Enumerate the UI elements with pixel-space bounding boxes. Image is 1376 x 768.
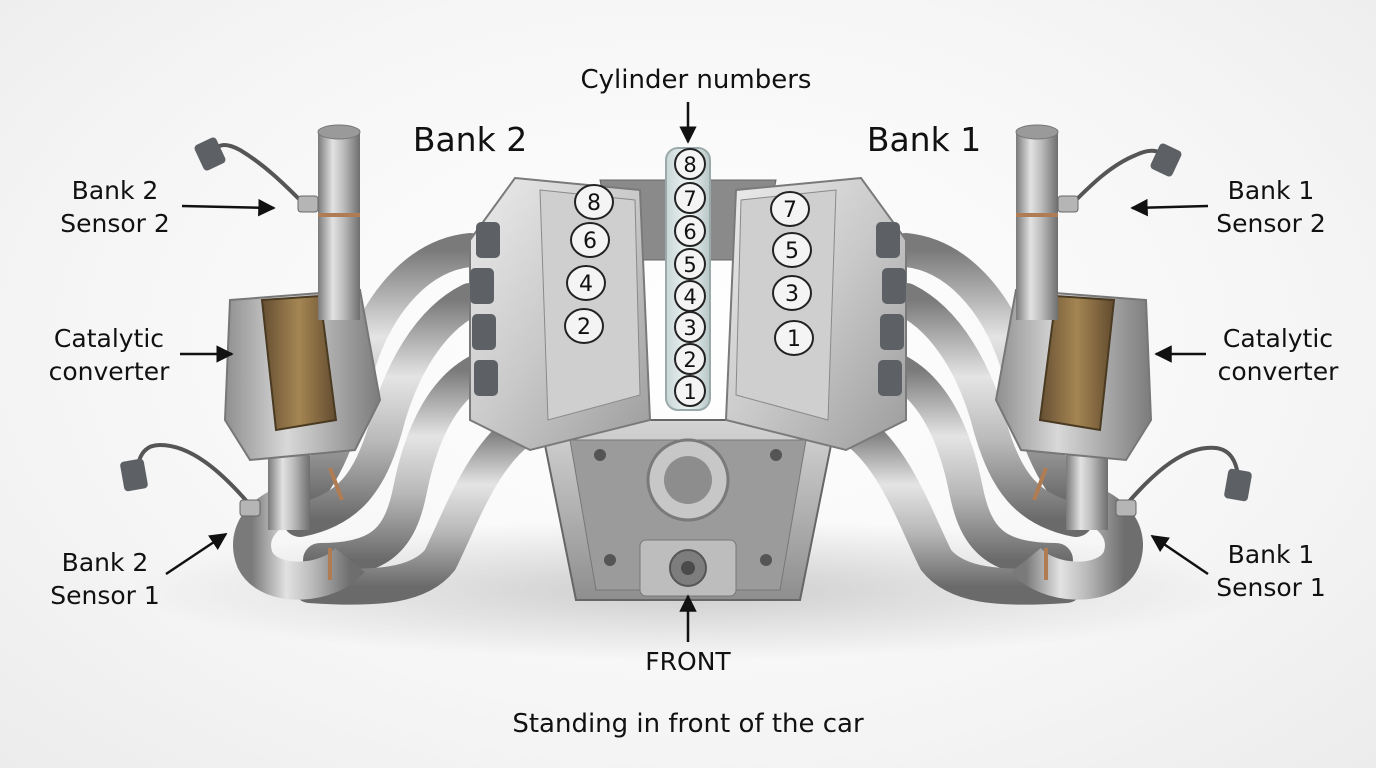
cyl-center-2: 2: [674, 343, 706, 375]
cyl-center-8: 8: [674, 148, 706, 180]
label-catalytic-left-line2: converter: [48, 357, 170, 386]
svg-text:2: 2: [683, 348, 696, 372]
arrow-bank1-sensor2: [1130, 198, 1209, 217]
svg-text:8: 8: [587, 191, 601, 216]
callout-arrows: [165, 102, 1209, 642]
cylinder-bank2: 8 6 4 2: [564, 184, 614, 344]
arrow-bank1-sensor1: [1150, 534, 1209, 576]
label-footer: Standing in front of the car: [512, 709, 864, 739]
svg-text:1: 1: [683, 380, 696, 404]
svg-text:7: 7: [783, 198, 797, 223]
svg-text:6: 6: [583, 229, 597, 254]
svg-text:5: 5: [683, 253, 696, 277]
label-bank1-sensor2-line1: Bank 1: [1227, 176, 1315, 205]
arrow-bank2-sensor2: [181, 198, 276, 217]
label-front: FRONT: [645, 647, 731, 676]
label-catalytic-right-line1: Catalytic: [1222, 324, 1334, 353]
label-catalytic-right: Catalytic converter: [1200, 322, 1356, 388]
cyl-center-6: 6: [674, 215, 706, 247]
cylinder-bank1: 7 5 3 1: [770, 191, 814, 356]
label-bank1-sensor2-line2: Sensor 2: [1216, 209, 1326, 238]
right-exhaust: [838, 124, 1252, 605]
cyl-center-1: 1: [674, 375, 706, 407]
cyl-bank1-7: 7: [770, 191, 810, 227]
cyl-bank2-6: 6: [570, 222, 610, 258]
cyl-center-7: 7: [674, 182, 706, 214]
svg-text:1: 1: [787, 327, 801, 352]
cyl-bank1-1: 1: [774, 320, 814, 356]
label-cylinder-numbers: Cylinder numbers: [580, 65, 812, 95]
engine-block: [469, 147, 907, 601]
svg-text:4: 4: [579, 272, 593, 297]
label-catalytic-right-line2: converter: [1217, 357, 1339, 386]
cyl-bank1-3: 3: [772, 275, 812, 311]
label-bank2-sensor1-line1: Bank 2: [61, 548, 149, 577]
label-bank1: Bank 1: [866, 120, 982, 159]
svg-text:3: 3: [785, 282, 799, 307]
arrow-bank2-sensor1: [165, 532, 228, 576]
cyl-bank2-8: 8: [574, 184, 614, 220]
svg-text:8: 8: [683, 153, 696, 177]
left-exhaust: [120, 124, 538, 605]
label-bank1-sensor1: Bank 1 Sensor 1: [1196, 538, 1346, 604]
label-catalytic-left: Catalytic converter: [34, 322, 184, 388]
label-catalytic-left-line1: Catalytic: [53, 324, 165, 353]
cyl-center-3: 3: [674, 311, 706, 343]
svg-text:3: 3: [683, 316, 696, 340]
label-bank1-sensor1-line2: Sensor 1: [1216, 573, 1326, 602]
cyl-bank1-5: 5: [772, 232, 812, 268]
cyl-bank2-2: 2: [564, 308, 604, 344]
label-bank2-sensor1: Bank 2 Sensor 1: [30, 546, 180, 612]
cyl-center-5: 5: [674, 248, 706, 280]
label-bank2: Bank 2: [412, 120, 528, 159]
label-bank2-sensor2: Bank 2 Sensor 2: [40, 174, 190, 240]
label-bank2-sensor1-line2: Sensor 1: [50, 581, 160, 610]
cyl-center-4: 4: [674, 280, 706, 312]
svg-text:6: 6: [683, 220, 696, 244]
svg-text:2: 2: [577, 315, 591, 340]
cyl-bank2-4: 4: [566, 265, 606, 301]
cylinder-center-column: 8 7 6 5 4 3 2 1: [674, 148, 706, 407]
svg-text:4: 4: [683, 285, 696, 309]
label-bank2-sensor2-line1: Bank 2: [71, 176, 159, 205]
label-bank1-sensor2: Bank 1 Sensor 2: [1196, 174, 1346, 240]
svg-text:5: 5: [785, 239, 799, 264]
svg-text:7: 7: [683, 187, 696, 211]
label-bank2-sensor2-line2: Sensor 2: [60, 209, 170, 238]
label-bank1-sensor1-line1: Bank 1: [1227, 540, 1315, 569]
